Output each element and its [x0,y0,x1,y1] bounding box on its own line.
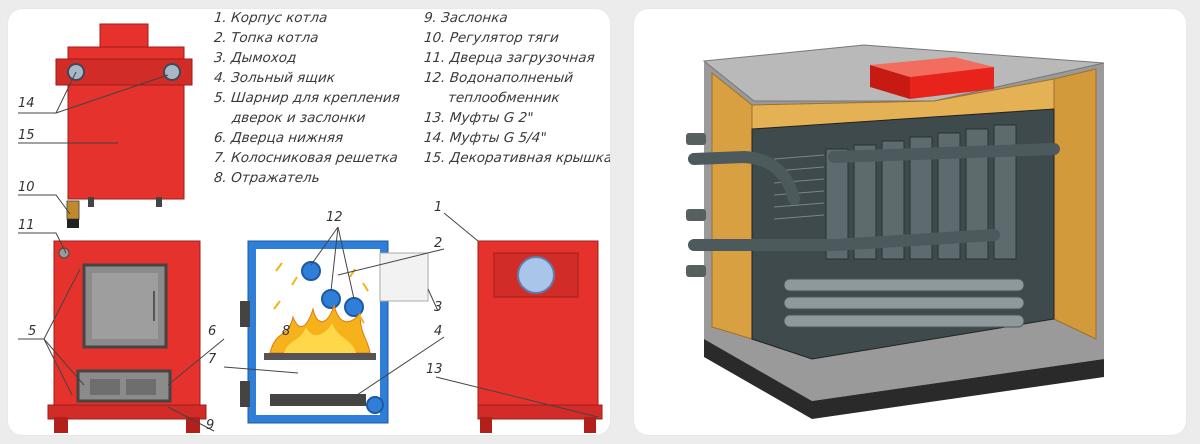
pipes [688,143,1060,251]
legend-item-2: 2. Топка котла [213,30,320,46]
callout-15: 15 [18,128,35,143]
heat-exchanger-fins [825,124,1017,260]
callout-10: 10 [18,180,35,195]
callout-4: 4 [434,324,442,339]
insulation-left [711,71,753,340]
boiler-back-view [477,240,603,433]
legend-item-5: 5. Шарнир для крепления [213,90,401,106]
burner-tubes [783,278,1025,328]
boiler-section-view [240,240,429,424]
coupling-stubs [686,133,706,277]
control-box [870,57,994,99]
callout-5: 5 [28,324,36,339]
callout-9: 9 [206,418,214,433]
back-hatch-icon [517,256,555,294]
legend-item-12: 12. Водонаполненый [423,70,574,86]
legend-item-8: 8. Отражатель [213,170,321,186]
legend-item-11: 11. Дверца загрузочная [423,50,596,66]
legend-item-12-cont: теплообменник [447,90,561,106]
callout-8: 8 [282,324,290,339]
insulation-right [1053,68,1097,340]
callout-13: 13 [426,362,443,377]
boiler-top-view [55,23,193,228]
casing-base [704,339,1104,419]
legend-item-6: 6. Дверца нижняя [213,130,344,146]
callout-14: 14 [18,96,35,111]
boiler-schematic-drawing: 14 15 10 11 5 6 7 9 8 12 2 3 4 1 13 [18,23,603,433]
legend-item-3: 3. Дымоход [213,50,298,66]
legend-item-5-cont: дверок и заслонки [231,110,367,126]
legend-item-1: 1. Корпус котла [213,10,329,26]
callout-11: 11 [18,218,35,233]
callout-6: 6 [208,324,216,339]
legend-item-4: 4. Зольный ящик [213,70,336,86]
callout-7: 7 [208,352,217,367]
leader-lines [18,71,599,432]
legend-item-15: 15. Декоративная крышка [423,150,610,166]
draft-regulator-icon [66,200,80,220]
chimney-icon [379,252,429,302]
boiler-cutaway-drawing [686,44,1105,419]
grate-icon [264,353,376,360]
boiler-cutaway-panel [634,9,1186,435]
callout-2: 2 [434,236,442,251]
ash-box-icon [270,394,366,406]
boiler-front-view [47,240,207,433]
boiler-schematic-panel: 14 15 10 11 5 6 7 9 8 12 2 3 4 1 13 1. К… [8,9,610,435]
legend-item-10: 10. Регулятор тяги [423,30,560,46]
coupling-right-icon [163,63,181,81]
callout-3: 3 [434,300,442,315]
legend-item-7: 7. Колосниковая решетка [213,150,399,166]
flame-icon [269,304,371,354]
legend-item-9: 9. Заслонка [423,10,509,26]
legend-item-13: 13. Муфты G 2" [423,110,535,126]
callout-1: 1 [434,200,442,215]
callout-12: 12 [326,210,343,225]
legend-item-14: 14. Муфты G 5/4" [423,130,548,146]
